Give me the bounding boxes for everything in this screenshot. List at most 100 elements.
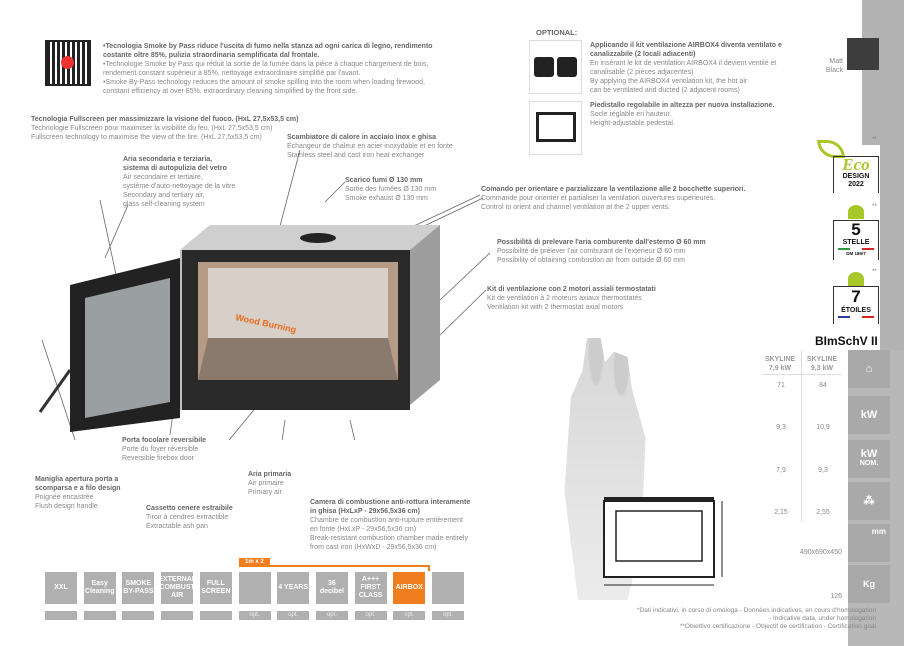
- eco-design-text: DESIGN: [842, 173, 870, 180]
- door-icon: [432, 572, 464, 604]
- model-name: SKYLINE: [764, 356, 796, 363]
- callout-secondary-air: Aria secondaria e terziaria, sistema di …: [123, 155, 235, 209]
- nom-label: NOM.: [859, 460, 879, 467]
- callout-ash-pan: Cassetto cenere estraibile Tiroir à cend…: [146, 504, 233, 531]
- footnote-3: **Obiettivo certificazione - Objectif de…: [679, 623, 876, 630]
- callout-door: Porta focolare reversibile Porte du foye…: [122, 436, 206, 463]
- callout-en: Flush design handle: [35, 503, 98, 510]
- callout-it: Tecnologia Fullscreen per massimizzare l…: [31, 116, 299, 123]
- cert-mark: **: [872, 137, 877, 143]
- callout-fr: en fonte (HxLxP - 29x56,5x36 cm): [310, 526, 417, 533]
- airbox-icon: AIRBOX: [393, 572, 426, 604]
- callout-it: Scarico fumi Ø 130 mm: [345, 177, 423, 184]
- optional-title: OPTIONAL:: [536, 28, 578, 37]
- feature-group-bracket: [239, 565, 430, 571]
- stelle-text: STELLE: [842, 239, 870, 246]
- finish-label-1: Matt: [829, 58, 843, 65]
- callout-en: Smoke exhaust Ø 130 mm: [345, 195, 428, 202]
- finish-label: Matt Black: [815, 57, 843, 75]
- ecodesign-badge: Eco DESIGN 2022: [833, 156, 879, 193]
- finish-label-2: Black: [825, 67, 843, 74]
- side-band: [862, 0, 904, 145]
- feature-option-tag: opt.: [238, 611, 271, 620]
- callout-en: Reversible firebox door: [122, 455, 194, 462]
- finish-swatch-matt-black[interactable]: [847, 38, 879, 70]
- text-fr: canalisable (2 pièces adjacentes): [590, 69, 694, 76]
- feature-option-tag: [161, 611, 194, 620]
- flag-it-icon: [838, 248, 874, 250]
- callout-it: sistema di autopulizia del vetro: [123, 165, 227, 172]
- callout-en: Break-resistant combustion chamber made …: [310, 535, 468, 542]
- callout-fr: Poignée encastrée: [35, 494, 94, 501]
- callout-smoke-exhaust: Scarico fumi Ø 130 mm Sortie des fumées …: [345, 176, 436, 203]
- callout-fullscreen: Tecnologia Fullscreen per massimizzare l…: [31, 115, 298, 142]
- callout-heat-exchanger: Scambiatore di calore in acciaio inox e …: [287, 133, 453, 160]
- callout-vent-control: Comando per orientare e parzializzare la…: [481, 185, 746, 212]
- callout-fr: Air secondaire et tertiaire,: [123, 174, 203, 181]
- feature-option-tag: opt.: [277, 611, 310, 620]
- callout-en: glass self-cleaning system: [123, 201, 205, 208]
- text-en: •Smoke By-Pass technology reduces the am…: [103, 79, 425, 95]
- text-it: Piedistallo regolabile in altezza per nu…: [590, 102, 775, 109]
- text-fr: En insérant le kit de ventilation AIRBOX…: [590, 60, 777, 67]
- callout-en: Ventilation kit with 2 thermostat axial …: [487, 304, 624, 311]
- callout-fr: Technologie Fullscreen pour maximiser la…: [31, 125, 273, 132]
- text-it: Applicando il kit ventilazione AIRBOX4 d…: [590, 42, 782, 49]
- callout-it: Scambiatore di calore in acciaio inox e …: [287, 134, 436, 141]
- callout-fr: Kit de ventilation à 2 moteurs axiaux th…: [487, 295, 642, 302]
- etoiles-text: ÉTOILES: [841, 307, 871, 314]
- callout-combustion-chamber: Camera di combustione anti-rottura inter…: [310, 498, 470, 552]
- text-en: By applying the AIRBOX4 ventilation kit,…: [590, 78, 748, 85]
- star-icon: [848, 205, 864, 219]
- callout-it: Aria primaria: [248, 471, 292, 478]
- feature-option-tag: opt.: [315, 611, 348, 620]
- house-volume-icon: ⌂: [848, 350, 890, 388]
- callout-en: Possibility of obtaining combustion air …: [497, 257, 685, 264]
- fullscreen-icon: FULL SCREEN: [199, 572, 232, 604]
- easy-cleaning-icon: Easy Cleaning: [83, 572, 116, 604]
- callout-vent-kit: Kit di ventilazione con 2 motori assiali…: [487, 285, 656, 312]
- callout-it: Camera di combustione anti-rottura inter…: [310, 499, 471, 506]
- callout-it: Comando per orientare e parzializzare la…: [481, 186, 746, 193]
- feature-option-tag: [45, 611, 77, 620]
- qr-code[interactable]: [45, 40, 91, 86]
- weight-icon: Kg: [848, 565, 890, 603]
- callout-fr: Chambre de combustion anti-rupture entiè…: [310, 517, 463, 524]
- callout-fr: Tiroir à cendres extractible: [146, 514, 229, 521]
- etoiles-number: 7: [851, 287, 861, 306]
- model-power: 7,9 kW: [768, 365, 792, 372]
- fan-icon: [534, 57, 554, 77]
- footnotes: *Dati indicativi, in corso di omologa - …: [560, 607, 876, 631]
- spec-value: 126: [830, 593, 842, 600]
- pedestal-image[interactable]: [529, 101, 582, 155]
- callout-it: Porta focolare reversibile: [122, 437, 207, 444]
- callout-en: Primary air: [248, 489, 282, 496]
- spec-header-divider: [762, 374, 842, 375]
- fan-icon: [557, 57, 577, 77]
- callout-outside-air: Possibilità di prelevare l'aria comburen…: [497, 238, 706, 265]
- spec-column-header: SKYLINE 7,9 kW: [762, 355, 798, 373]
- text-it: canalizzabile (2 locali adiacenti): [590, 51, 696, 58]
- callout-it: in ghisa (HxLxP - 29x56,5x36 cm): [310, 508, 420, 515]
- spec-value: 7,9: [776, 467, 786, 474]
- stelle-number: 5: [851, 220, 861, 239]
- callout-en: Control to orient and channel ventilatio…: [481, 204, 671, 211]
- star-icon: [848, 272, 864, 286]
- callout-fr: système d'auto-nettoyage de la vitre: [123, 183, 236, 190]
- air-duct-icon: [238, 572, 271, 604]
- warranty-icon: 4 YEARS: [277, 572, 310, 604]
- text-en: Height-adjustable pedestal.: [590, 120, 675, 127]
- spec-value: 2,55: [816, 509, 830, 516]
- spec-column-header: SKYLINE 9,3 kW: [804, 355, 840, 373]
- airbox-kit-image[interactable]: [529, 40, 582, 94]
- cert-mark: **: [872, 204, 877, 210]
- feature-group-label: 1m x 2: [239, 558, 270, 567]
- feature-option-tag: opt.: [354, 611, 387, 620]
- feature-option-tag: [199, 611, 232, 620]
- text-fr: Socle réglable en hauteur.: [590, 111, 672, 118]
- wood-logs-icon: ⁂: [848, 482, 890, 520]
- spec-value: 10,9: [816, 424, 830, 431]
- cert-mark: **: [872, 269, 877, 275]
- feature-option-tag: opt.: [393, 611, 426, 620]
